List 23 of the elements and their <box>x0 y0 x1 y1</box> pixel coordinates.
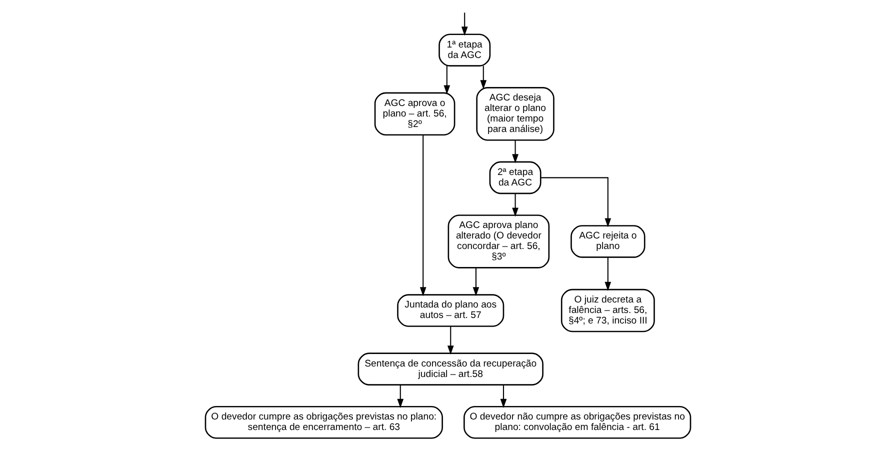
node-box: AGC rejeita o plano <box>570 225 646 258</box>
arrow <box>512 193 518 217</box>
node-box: AGC aprova plano alterado (O devedor concordar – art. 56, §3º <box>448 214 550 268</box>
arrow <box>500 385 507 408</box>
arrow <box>444 66 450 94</box>
arrow <box>447 326 454 355</box>
node-box: O devedor cumpre as obrigações previstas no plano: sentença de encerramento – art. 63 <box>204 406 443 439</box>
arrow <box>472 268 480 296</box>
arrow <box>512 140 518 164</box>
arrow <box>420 134 426 296</box>
arrow <box>397 385 404 408</box>
node-box: O devedor não cumpre as obrigações previstas no plano: convolação em falência - art. 61 <box>464 406 692 439</box>
node-box: AGC aprova o plano – art. 56, §2º <box>374 92 456 136</box>
arrow <box>604 258 612 291</box>
node-box: O juiz decreta a falência – arts. 56, §4º; e 73, inciso III <box>560 288 655 332</box>
arrow <box>461 12 468 36</box>
arrow <box>480 66 487 90</box>
node-box: Juntada do plano aos autos – art. 57 <box>397 294 504 327</box>
node-box: 1ª etapa da AGC <box>438 34 491 66</box>
node-box: Sentença de concessão da recuperação judicial – art.58 <box>358 352 544 386</box>
node-box: AGC deseja alterar o plano (maior tempo para análise) <box>476 87 554 141</box>
node-box: 2ª etapa da AGC <box>489 161 542 194</box>
arrow <box>540 177 612 228</box>
